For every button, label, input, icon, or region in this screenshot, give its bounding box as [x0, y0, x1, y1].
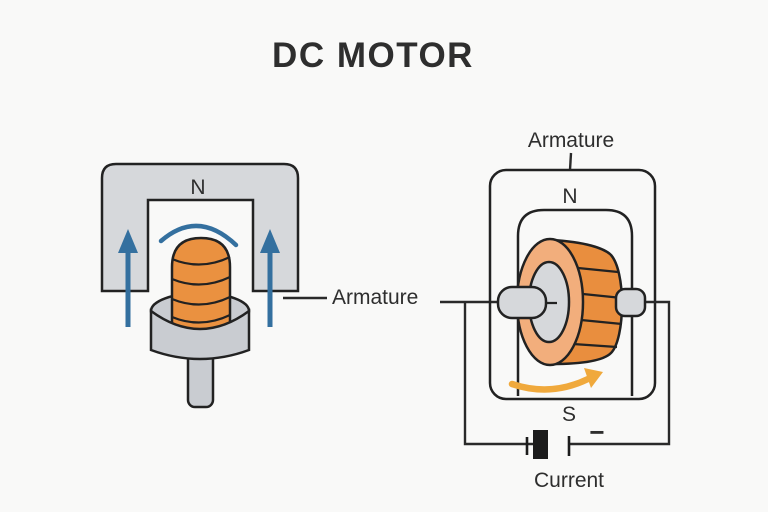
horseshoe-magnet: [100, 162, 300, 293]
left-pole-label-n: N: [190, 176, 205, 199]
right-motor-illustration: Armature N: [463, 129, 671, 492]
center-armature-callout: Armature: [283, 286, 500, 309]
rotation-arrow-icon: [508, 368, 603, 393]
rotor-shaft-left: [496, 285, 548, 320]
right-pole-label-s: S: [562, 403, 576, 426]
circuit-wires: [463, 300, 671, 446]
battery-cell: [533, 430, 548, 459]
battery-minus-sign: −: [589, 417, 604, 447]
wire-left: [463, 302, 533, 446]
coil-winding-lines: [171, 256, 231, 324]
wire-right: [569, 300, 671, 446]
right-pole-label-n: N: [562, 185, 577, 208]
stator-outer-frame: [488, 168, 657, 401]
armature-leader-line: [568, 152, 573, 171]
rotation-arc-icon: [158, 223, 239, 248]
field-arrow-right-icon: [260, 229, 280, 327]
current-label: Current: [534, 469, 604, 492]
page-title: DC MOTOR: [272, 36, 474, 75]
battery-symbol: −: [525, 417, 605, 459]
left-motor-illustration: N: [100, 162, 300, 409]
armature-label-center: Armature: [332, 286, 418, 309]
rotor-shaft-right: [614, 287, 647, 318]
field-arrow-left-icon: [118, 229, 138, 327]
base-cup-front: [149, 308, 251, 361]
stator-inner-frame: [516, 208, 634, 396]
armature-label-top: Armature: [528, 129, 614, 152]
